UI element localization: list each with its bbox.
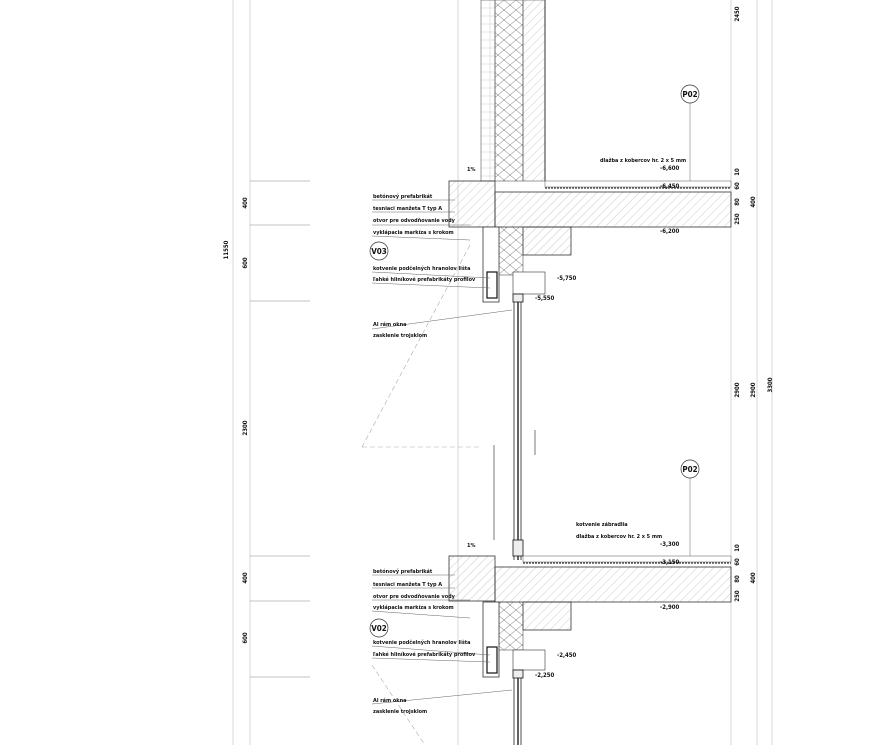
dim-label: 400 (750, 196, 757, 208)
callout-label: vyklápacia markíza s krokom (373, 604, 454, 611)
left-dimensions: 11550 400 600 2300 400 600 (223, 197, 249, 644)
callout-label: ľahké hliníkové prefabrikáty profilov (373, 276, 476, 283)
lower-floor-note: kotvenie zábradlia (576, 521, 628, 528)
window-column (361, 244, 536, 560)
callout-label: vyklápacia markíza s krokom (373, 229, 454, 236)
svg-text:V03: V03 (371, 247, 387, 256)
dim-label: 600 (242, 632, 249, 644)
callout-label: zasklenie trojsklom (373, 333, 427, 339)
dim-label: 250 (734, 590, 741, 602)
callout-label: zasklenie trojsklom (373, 709, 427, 715)
dim-label: 2900 (750, 382, 757, 397)
callout-label: kotvenie podčelných hranolov lišta (373, 265, 471, 272)
callout-label: ľahké hliníkové prefabrikáty profilov (373, 651, 476, 658)
upper-floor-note: dlažba z kobercov hr. 2 x 5 mm (600, 157, 686, 164)
level-mark: -2,250 (535, 672, 555, 679)
leader-lines (371, 102, 691, 705)
upper-callouts: betónový prefabrikát tesniaci manžeta T … (373, 193, 476, 339)
lower-slab (371, 539, 732, 745)
callout-label: Al rám okna (373, 321, 406, 328)
dim-label: 3300 (767, 377, 774, 392)
dim-label: 80 (734, 575, 741, 583)
upper-wall (480, 0, 546, 182)
svg-text:V02: V02 (371, 624, 387, 633)
dim-label: 10 (734, 544, 741, 552)
slope-mark: 1% (467, 543, 475, 549)
dim-label: 400 (750, 572, 757, 584)
slope-mark: 1% (467, 167, 475, 173)
level-mark: -6,450 (660, 183, 680, 190)
callout-label: Al rám okna (373, 697, 406, 704)
level-mark: -6,200 (660, 228, 680, 235)
dim-label: 600 (242, 257, 249, 269)
dim-label: 2450 (734, 6, 741, 21)
lower-callouts: betónový prefabrikát tesniaci manžeta T … (373, 568, 476, 715)
callout-label: betónový prefabrikát (373, 568, 433, 575)
level-mark: -3,300 (660, 541, 680, 548)
tag-p02-lower: P02 (680, 459, 700, 479)
dim-label: 400 (242, 572, 249, 584)
dim-label: 60 (734, 182, 741, 190)
level-mark: -2,900 (660, 604, 680, 611)
tag-v03: V03 (369, 241, 389, 261)
level-mark: -2,450 (557, 652, 577, 659)
callout-label: betónový prefabrikát (373, 193, 433, 200)
lower-level-marks: -3,300 -3,150 -2,900 -2,450 -2,250 (535, 541, 680, 679)
lower-floor-note: dlažba z kobercov hr. 2 x 5 mm (576, 533, 662, 540)
tag-v02: V02 (369, 618, 389, 638)
level-mark: -3,150 (660, 559, 680, 566)
dim-label: 2900 (734, 382, 741, 397)
dim-label: 80 (734, 198, 741, 206)
callout-label: tesniaci manžeta T typ A (373, 205, 442, 212)
grid-lines (232, 0, 773, 745)
svg-text:P02: P02 (682, 465, 697, 474)
upper-level-marks: -6,600 -6,450 -6,200 -5,750 -5,550 (535, 165, 680, 302)
right-dimensions: 2450 10 60 80 400 250 2900 2900 3300 10 … (734, 6, 774, 601)
dim-label: 60 (734, 558, 741, 566)
level-mark: -5,550 (535, 295, 555, 302)
svg-text:P02: P02 (682, 90, 697, 99)
callout-label: kotvenie podčelných hranolov lišta (373, 639, 471, 646)
dim-label: 11550 (223, 240, 230, 259)
level-mark: -5,750 (557, 275, 577, 282)
dim-label: 10 (734, 168, 741, 176)
left-dimension-ticks (250, 180, 310, 678)
dim-label: 2300 (242, 420, 249, 435)
dim-label: 250 (734, 213, 741, 225)
tag-p02-upper: P02 (680, 84, 700, 104)
upper-slab (448, 180, 732, 303)
level-mark: -6,600 (660, 165, 680, 172)
callout-label: otvor pre odvodňovanie vody (373, 593, 456, 600)
callout-label: tesniaci manžeta T typ A (373, 581, 442, 588)
dim-label: 400 (242, 197, 249, 209)
callout-label: otvor pre odvodňovanie vody (373, 217, 456, 224)
